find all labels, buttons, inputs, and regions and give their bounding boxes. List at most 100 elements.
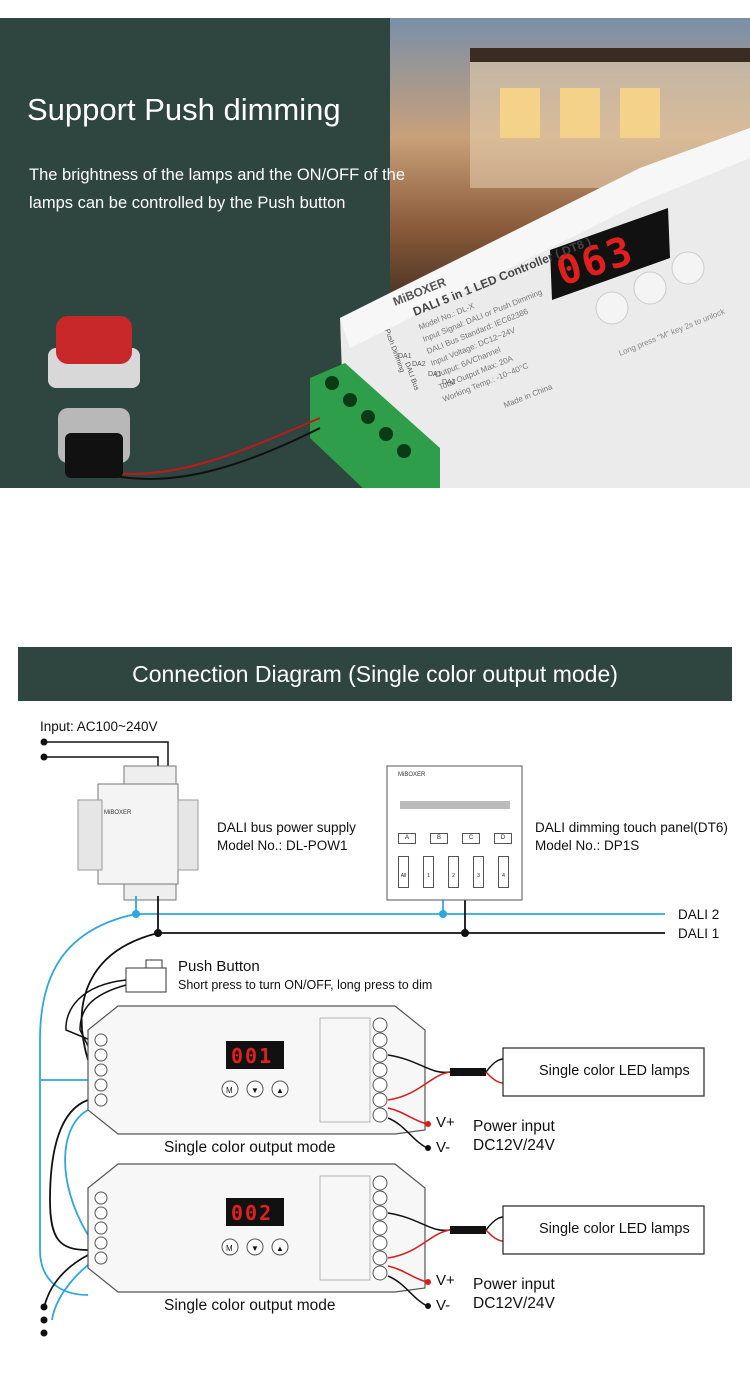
push-button-label: Push Button [178,958,260,975]
input-terminal [94,1221,108,1235]
input-terminal [94,1251,108,1265]
touch-panel-switches: All 1 2 3 4 [398,856,518,890]
vplus-label: V+ [436,1272,455,1289]
controller-2-up-key [271,1238,289,1256]
lamp-box-1 [502,1047,705,1097]
lamp-2-label: Single color LED lamps [539,1221,690,1237]
touch-panel-buttons: A B C D [398,833,518,845]
controller-1-mode: Single color output mode [164,1139,336,1156]
continuation-dot [40,1329,48,1337]
panel-switch-1: 1 [423,856,434,888]
lamp-wire-red [387,1229,451,1259]
key-label: ▼ [251,1244,259,1253]
psu-top-terminal [123,765,177,785]
output-terminal [372,1205,388,1221]
psu-model: Model No.: DL-POW1 [217,838,348,853]
power-wire-red [387,1107,428,1125]
dali1-label: DALI 1 [678,926,720,941]
diagram-header: Connection Diagram (Single color output … [18,647,732,701]
psu-bottom-terminal [123,883,177,901]
push-button-base [65,433,123,478]
output-terminal [372,1032,388,1048]
psu-label: DALI bus power supply [217,820,356,835]
output-terminal [372,1250,388,1266]
dali1-drop [80,932,159,1061]
output-terminal [372,1092,388,1108]
power-wire-red [387,1265,428,1283]
push-button-wire [79,984,127,1051]
controller-2-display [226,1198,284,1226]
key-label: ▲ [276,1244,284,1253]
input-terminal [94,1078,108,1092]
controller-1-body [87,1005,426,1135]
power-input-label: Power input [473,1118,555,1135]
psu-rail-clip [77,799,103,871]
panel-label: DALI dimming touch panel(DT6) [535,820,728,835]
villa-window [500,88,540,138]
power-terminal [425,1279,431,1285]
power-input-value: DC12V/24V [473,1137,555,1154]
terminal-screw [397,444,411,458]
lamp-wire-red [387,1071,451,1101]
up-key [671,251,705,285]
terminal-label: DA2 [412,361,426,368]
ac-wire [44,741,169,770]
push-button-desc: Short press to turn ON/OFF, long press t… [178,978,433,992]
villa-window [560,88,600,138]
cable-sleeve [450,1068,486,1076]
panel-button-a: A [398,833,416,844]
output-terminal [372,1077,388,1093]
controller-2-mode: Single color output mode [164,1297,336,1314]
terminal-screw [325,376,339,390]
controller-1-down-key [246,1080,264,1098]
push-button-cap [145,959,163,969]
controller-top [340,128,750,348]
controller-1-up-key [271,1080,289,1098]
psu-rail-clip [177,799,199,871]
dali2-drop [39,913,137,1296]
psu-body [97,783,179,885]
banner-illustration: 063 MiBOXER DALI 5 in 1 LED Controller (… [48,48,750,488]
terminal-screw [361,410,375,424]
output-terminal [372,1175,388,1191]
vminus-label: V- [436,1297,451,1314]
lamp-1-label: Single color LED lamps [539,1063,690,1079]
power-input-label: Power input [473,1276,555,1293]
key-label: ▲ [276,1086,284,1095]
power-terminal [425,1303,431,1309]
output-terminal [372,1017,388,1033]
output-terminal [372,1220,388,1236]
vplus-label: V+ [436,1114,455,1131]
dali2-label: DALI 2 [678,907,720,922]
banner-title: Support Push dimming [27,92,341,127]
controller-1-output-table [319,1017,371,1123]
input-terminal [94,1093,108,1107]
terminal-label: DA2 [442,379,456,386]
controller-2-body [87,1163,426,1293]
controller-1-digits: 001 [231,1044,273,1068]
output-terminal [372,1107,388,1123]
power-wire [387,1117,428,1149]
controller-2-digits: 002 [231,1201,273,1225]
key-label: M [226,1244,233,1253]
panel-switch-all: All [398,856,409,888]
m-key [595,291,629,325]
controller-1-display [226,1041,284,1069]
key-label: M [226,1086,233,1095]
push-button-wire-red [114,417,321,475]
touch-panel-brand: MiBOXER [398,772,426,778]
power-input-value: DC12V/24V [473,1295,555,1312]
output-terminal [372,1047,388,1063]
panel-button-c: C [462,833,480,844]
input-terminal [94,1063,108,1077]
dali-continue [43,1254,89,1309]
panel-switch-2: 2 [448,856,459,888]
output-terminal [372,1265,388,1281]
input-terminal [94,1033,108,1047]
cable-sleeve [450,1226,486,1234]
villa-window [620,88,660,138]
input-terminal [94,1206,108,1220]
power-terminal [425,1145,431,1151]
controller-1: 001 M ▼ ▲ [87,1005,426,1135]
